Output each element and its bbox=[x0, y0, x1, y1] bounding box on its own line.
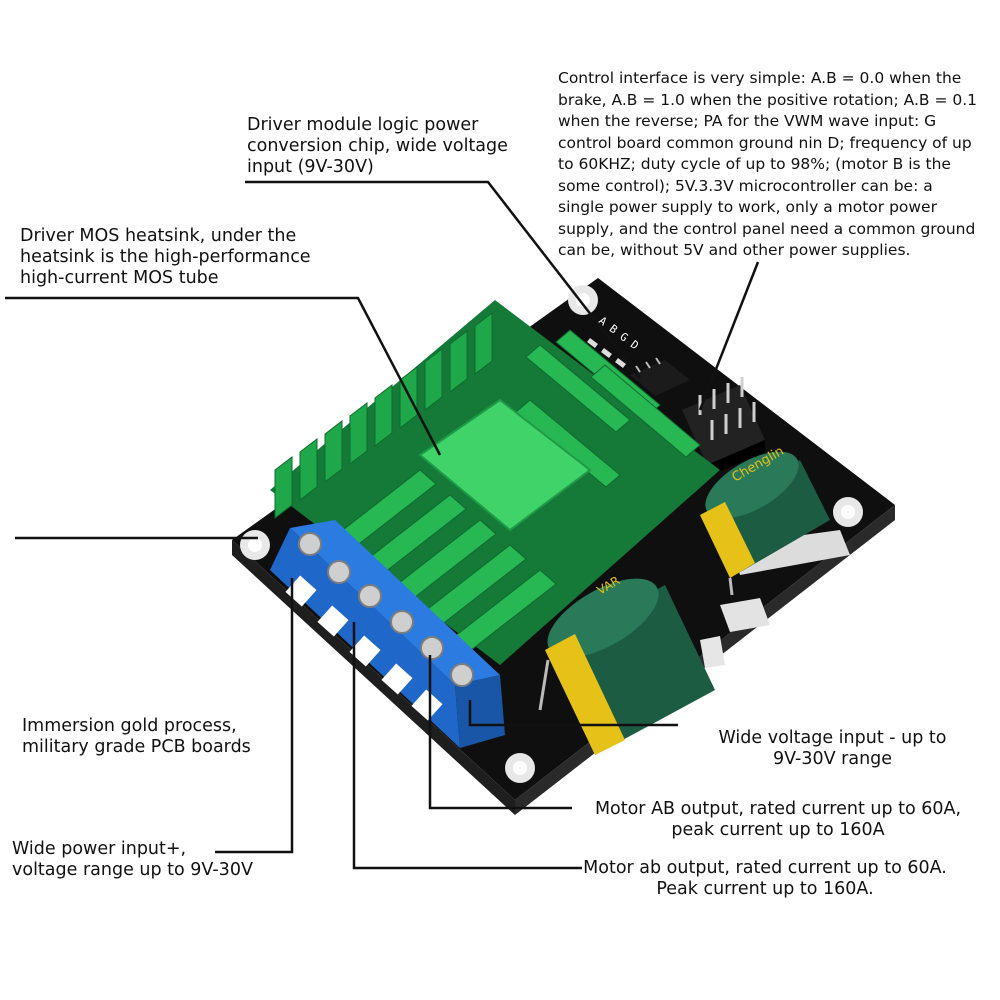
annotation-control-interface: Control interface is very simple: A.B = … bbox=[558, 69, 978, 259]
annotation-motor-ab: Motor ab output, rated current up to 60A… bbox=[583, 858, 947, 899]
heatsink-center-pad bbox=[418, 398, 592, 532]
annotation-power-input: Wide power input+, voltage range up to 9… bbox=[12, 839, 253, 880]
leader-lines bbox=[5, 180, 760, 870]
logic-power-chip bbox=[630, 357, 690, 396]
annotation-pcb: Immersion gold process, military grade P… bbox=[22, 716, 251, 757]
terminal-screws bbox=[298, 532, 474, 687]
annotation-voltage-input: Wide voltage input - up to 9V-30V range bbox=[718, 728, 947, 769]
annotation-heatsink: Driver MOS heatsink, under the heatsink … bbox=[20, 226, 311, 288]
annotation-logic-power: Driver module logic power conversion chi… bbox=[247, 115, 508, 177]
annotation-motor-AB: Motor AB output, rated current up to 60A… bbox=[594, 799, 962, 840]
screw-terminal-block bbox=[270, 520, 505, 748]
electrolytic-capacitor: Chenglin bbox=[700, 444, 830, 596]
